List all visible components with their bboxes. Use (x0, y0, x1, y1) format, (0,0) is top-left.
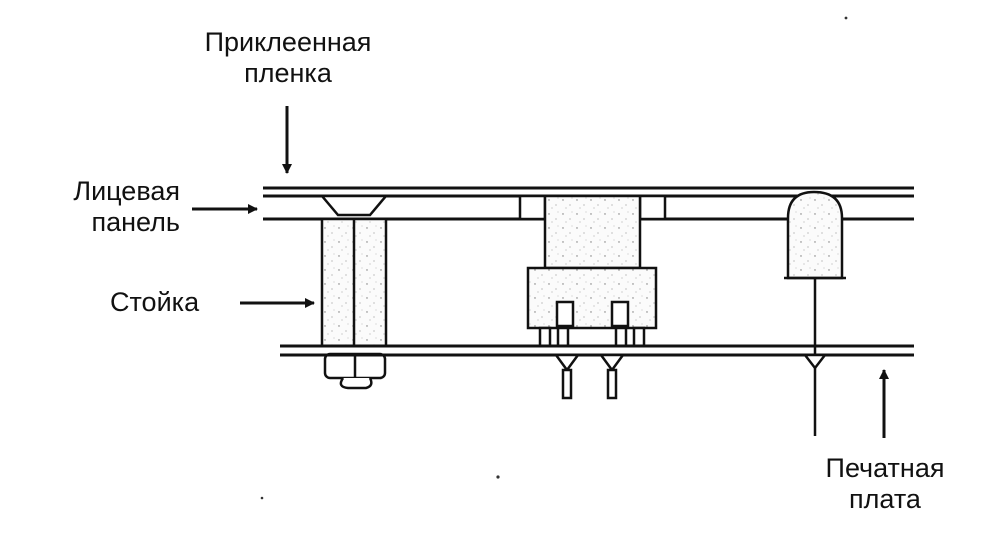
label-pcb-line2: плата (849, 484, 921, 514)
label-pcb: Печатная плата (790, 453, 980, 515)
screw-head (319, 194, 389, 217)
solder-joints (553, 353, 828, 436)
standoff-post (320, 217, 388, 348)
switch (518, 194, 667, 348)
label-standoff: Стойка (110, 287, 199, 318)
led (784, 190, 846, 360)
label-front-panel-line1: Лицевая (73, 176, 180, 206)
label-adhesive-film-line1: Приклеенная (204, 27, 372, 57)
pcb-board (280, 344, 914, 357)
label-standoff-text: Стойка (110, 287, 200, 317)
label-front-panel: Лицевая панель (20, 176, 180, 238)
label-front-panel-line2: панель (91, 207, 181, 237)
label-pcb-line1: Печатная (825, 453, 945, 483)
nut (323, 352, 387, 390)
label-adhesive-film-line2: пленка (244, 58, 332, 88)
leader-arrows (192, 106, 889, 438)
label-adhesive-film: Приклеенная пленка (178, 27, 398, 89)
